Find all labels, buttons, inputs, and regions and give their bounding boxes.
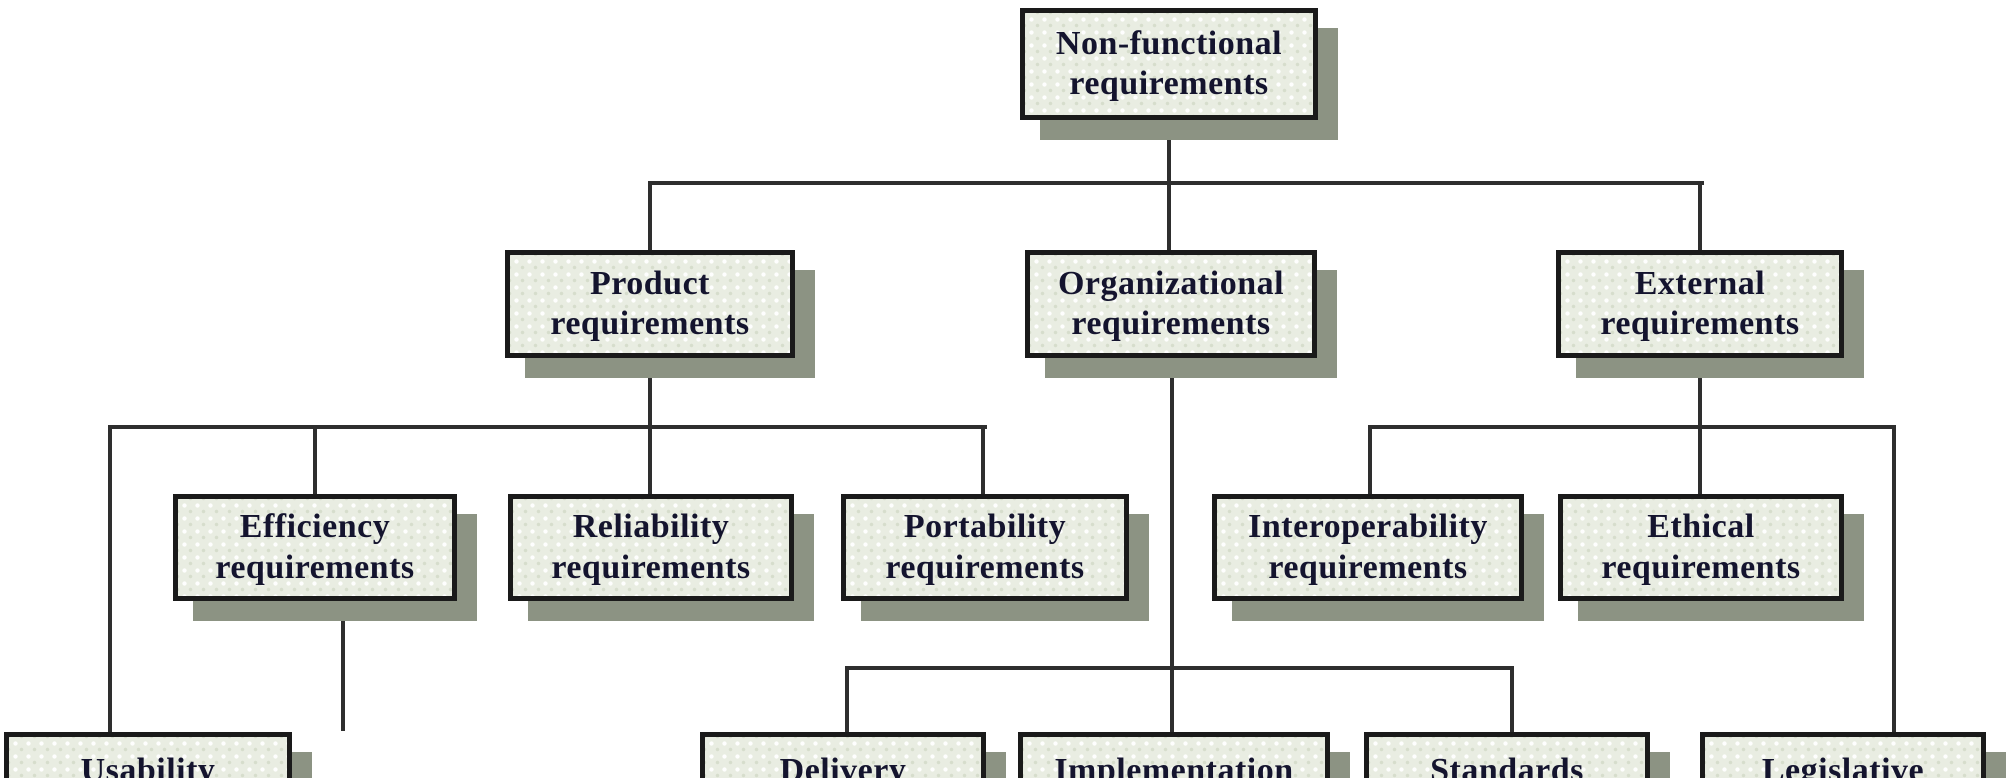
- node-label: Legislative: [1761, 752, 1925, 778]
- node-label: Product requirements: [550, 264, 750, 342]
- connector: [108, 425, 987, 429]
- connector: [1368, 425, 1372, 495]
- node-implementation-requirements: Implementation: [1018, 732, 1330, 778]
- node-product-requirements: Product requirements: [505, 250, 795, 358]
- connector: [648, 358, 652, 427]
- connector: [1698, 425, 1702, 495]
- connector: [313, 425, 317, 495]
- connector: [648, 181, 1704, 185]
- node-standards-requirements: Standards: [1364, 732, 1650, 778]
- node-label: Non-functional requirements: [1055, 24, 1283, 102]
- connector: [1698, 181, 1702, 251]
- connector: [1510, 666, 1514, 733]
- node-label: Delivery: [779, 752, 907, 778]
- node-label: Organizational requirements: [1057, 264, 1285, 342]
- node-portability-requirements: Portability requirements: [841, 494, 1129, 601]
- connector: [1368, 425, 1896, 429]
- node-label: Usability: [80, 752, 216, 778]
- node-label: Reliability requirements: [551, 508, 751, 586]
- node-nonfunctional-requirements: Non-functional requirements: [1020, 8, 1318, 120]
- node-label: Efficiency requirements: [215, 508, 415, 586]
- node-label: Portability requirements: [885, 508, 1085, 586]
- connector: [1167, 120, 1171, 183]
- node-label: Standards: [1430, 752, 1584, 778]
- node-legislative-requirements: Legislative: [1700, 732, 1986, 778]
- node-ethical-requirements: Ethical requirements: [1558, 494, 1844, 601]
- connector: [1170, 358, 1174, 733]
- node-label: Implementation: [1054, 752, 1294, 778]
- node-efficiency-requirements: Efficiency requirements: [173, 494, 457, 601]
- connector: [648, 181, 652, 251]
- connector: [341, 601, 345, 731]
- node-organizational-requirements: Organizational requirements: [1025, 250, 1317, 358]
- connector: [1698, 358, 1702, 427]
- connector: [845, 666, 849, 733]
- node-label: Ethical requirements: [1601, 508, 1801, 586]
- connector: [1167, 181, 1171, 251]
- node-usability-requirements: Usability: [4, 732, 292, 778]
- node-interoperability-requirements: Interoperability requirements: [1212, 494, 1524, 601]
- connector: [1892, 425, 1896, 733]
- node-label: External requirements: [1600, 264, 1800, 342]
- node-external-requirements: External requirements: [1556, 250, 1844, 358]
- connector: [981, 425, 985, 495]
- node-label: Interoperability requirements: [1248, 508, 1488, 586]
- connector: [108, 425, 112, 733]
- connector: [648, 425, 652, 495]
- connector: [845, 666, 1514, 670]
- node-reliability-requirements: Reliability requirements: [508, 494, 794, 601]
- node-delivery-requirements: Delivery: [700, 732, 986, 778]
